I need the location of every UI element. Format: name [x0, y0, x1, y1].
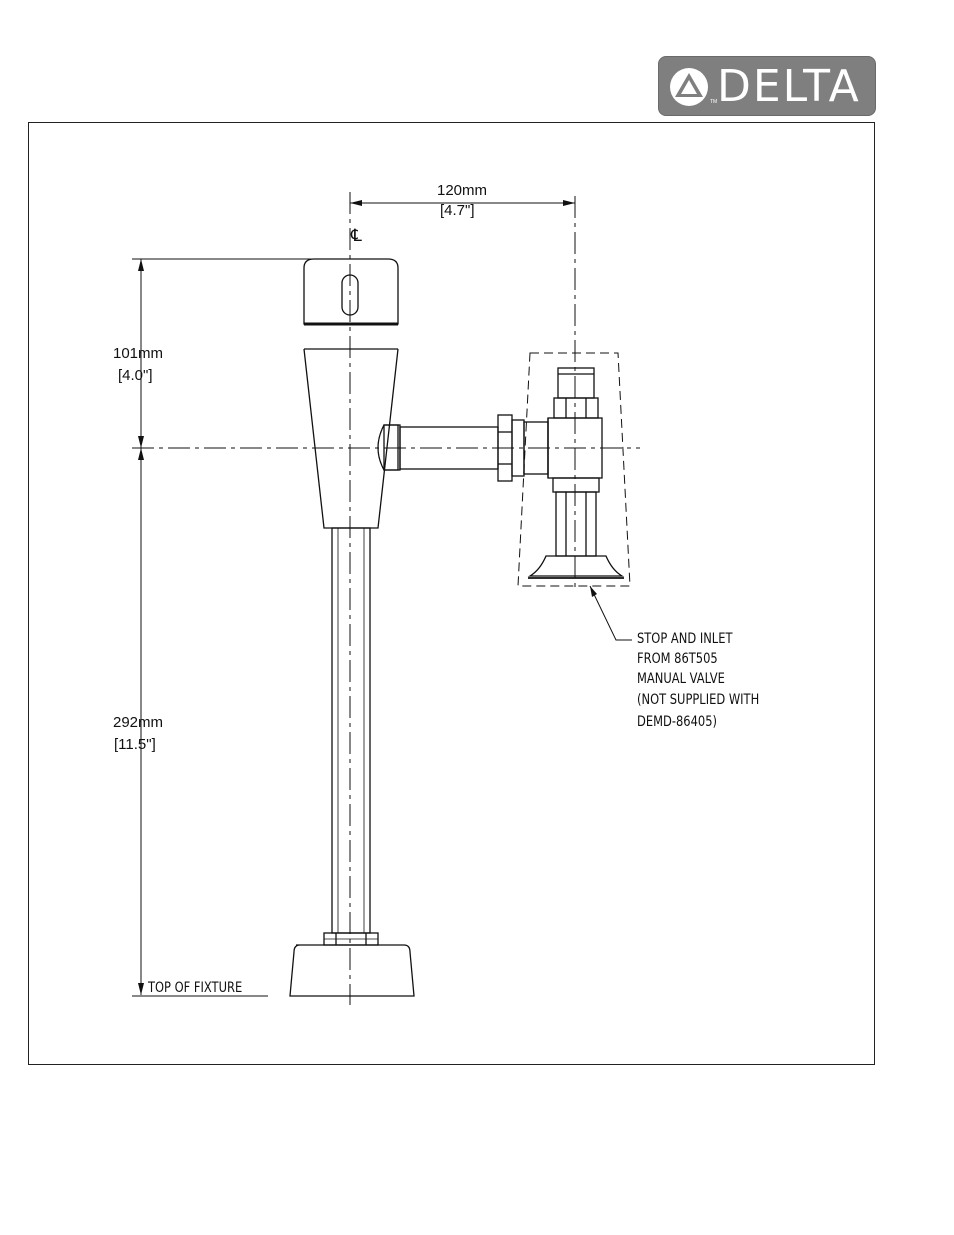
callout-line-5: DEMD-86405): [637, 712, 717, 732]
dim-101-imperial: [4.0"]: [118, 367, 153, 385]
dim-101-metric: 101mm: [113, 345, 163, 363]
dim-292-imperial: [11.5"]: [114, 736, 156, 754]
dim-292-metric: 292mm: [113, 714, 163, 732]
callout-line-3: MANUAL VALVE: [637, 669, 725, 689]
callout-line-4: (NOT SUPPLIED WITH: [637, 690, 759, 710]
stop-envelope: [518, 353, 630, 586]
stop-escutcheon: [530, 556, 622, 576]
dim-120-imperial: [4.7"]: [440, 202, 475, 220]
dim-120-metric: 120mm: [437, 182, 487, 200]
fixture-spud: [290, 945, 414, 996]
valve-cap: [304, 259, 398, 324]
stop-stem: [553, 478, 599, 492]
top-of-fixture-label: TOP OF FIXTURE: [148, 978, 242, 998]
centerline-symbol: ℄: [351, 226, 362, 246]
callout-line-2: FROM 86T505: [637, 649, 718, 669]
callout-line-1: STOP AND INLET: [637, 629, 732, 649]
